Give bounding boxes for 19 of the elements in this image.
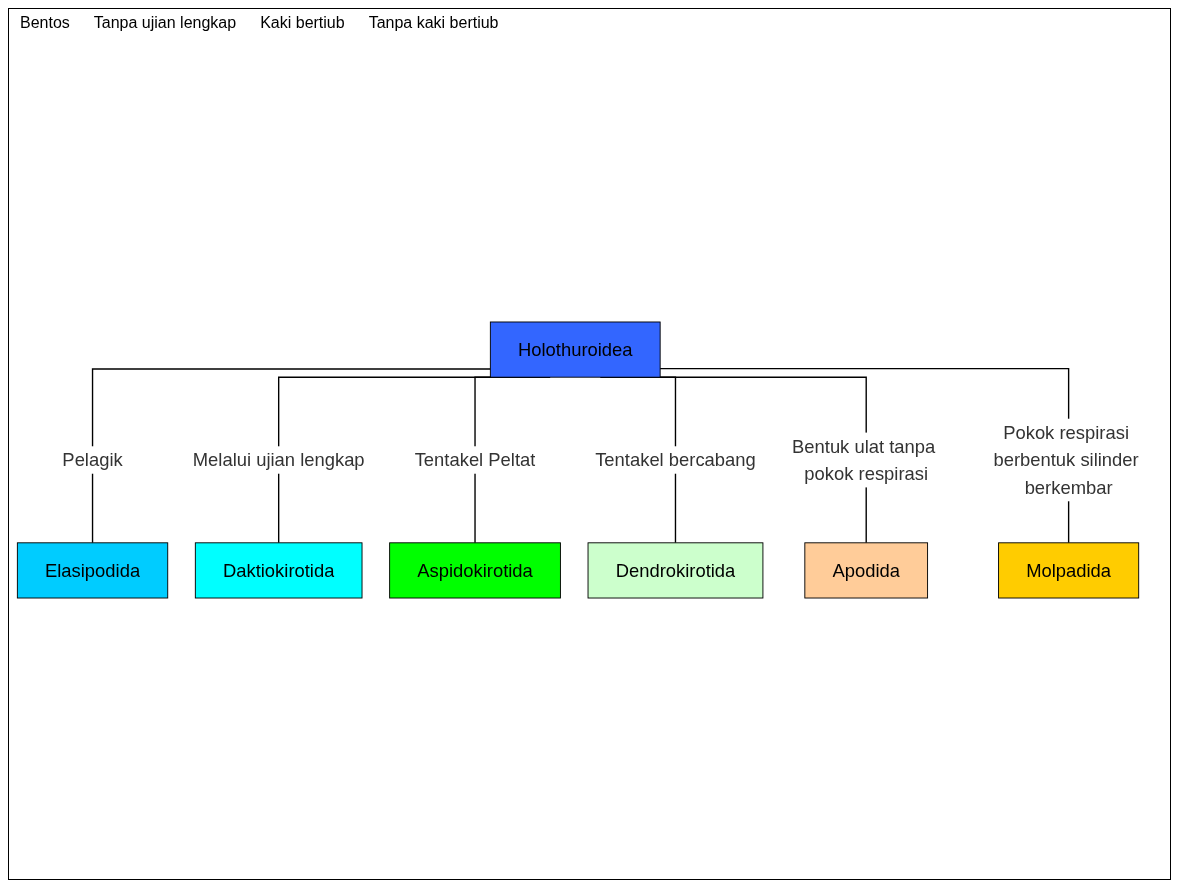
node-box: Apodida [804, 542, 929, 599]
edge-label: Tentakel bercabang [595, 449, 756, 471]
edge-label: Pokok respirasi berbentuk silinder berkembar [993, 422, 1139, 498]
edge-label: Pelagik [62, 449, 123, 471]
branch-label: Tanpa kaki bertiub [368, 14, 499, 32]
edge-label: Tentakel Peltat [414, 449, 536, 471]
branch-label: Kaki bertiub [260, 14, 345, 32]
node-box: Dendrokirotida [587, 542, 764, 599]
edge-label: Bentuk ulat tanpa pokok respirasi [792, 436, 936, 484]
connector [91, 368, 492, 544]
node-box: Elasipodida [16, 542, 169, 599]
node-box: Daktiokirotida [194, 542, 363, 599]
edge-label: Melalui ujian lengkap [192, 449, 365, 471]
node-box: Holothuroidea [489, 321, 661, 378]
connector [659, 367, 1070, 544]
branch-label: Tanpa ujian lengkap [93, 14, 237, 32]
node-box: Aspidokirotida [389, 542, 561, 599]
branch-label: Bentos [20, 14, 70, 32]
node-box: Molpadida [998, 542, 1140, 599]
